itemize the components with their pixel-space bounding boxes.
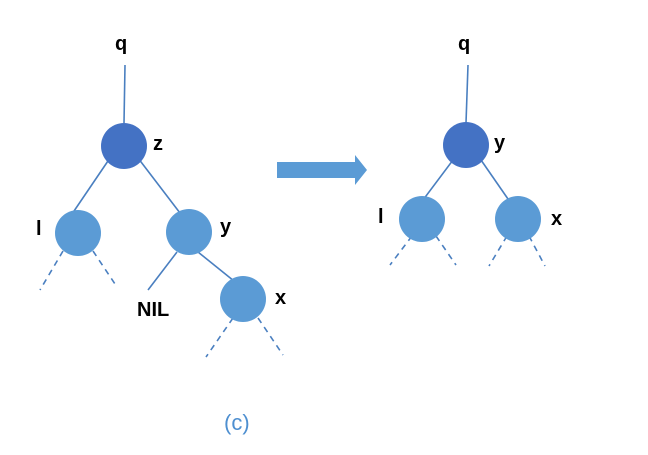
label-q: q xyxy=(115,33,127,55)
dashed-edge-x-right xyxy=(257,317,284,356)
before-tree: q z l y NIL x xyxy=(36,33,286,358)
dashed-edge-l-right-after xyxy=(435,235,457,266)
label-l-after: l xyxy=(378,206,384,228)
label-l: l xyxy=(36,218,42,240)
node-y-after xyxy=(443,122,489,168)
dashed-edge-l-left-after xyxy=(389,235,413,266)
node-l-after xyxy=(399,196,445,242)
edge-y-nil xyxy=(147,251,178,291)
edge-y-x xyxy=(197,251,235,282)
dashed-edge-x-left xyxy=(205,317,234,358)
label-nil: NIL xyxy=(137,299,169,321)
edge-z-y xyxy=(137,157,181,214)
edge-z-l xyxy=(71,157,111,215)
node-y xyxy=(166,209,212,255)
node-x xyxy=(220,276,266,322)
edge-y-x-after xyxy=(480,159,509,200)
label-y-after: y xyxy=(494,132,506,154)
figure-caption: (c) xyxy=(224,410,250,435)
node-x-after xyxy=(495,196,541,242)
dashed-edge-x-right-after xyxy=(528,235,546,267)
arrow-shape xyxy=(277,155,367,185)
label-x: x xyxy=(275,287,286,309)
dashed-edge-x-left-after xyxy=(488,235,508,267)
label-y: y xyxy=(220,216,232,238)
node-z xyxy=(101,123,147,169)
label-q-after: q xyxy=(458,33,470,55)
node-l xyxy=(55,210,101,256)
after-tree: q y l x xyxy=(378,33,562,267)
label-z: z xyxy=(153,133,163,155)
dashed-edge-l-left xyxy=(39,250,64,291)
edge-q-z xyxy=(123,64,126,124)
edge-q-y-after xyxy=(465,64,469,124)
label-x-after: x xyxy=(551,208,562,230)
dashed-edge-l-right xyxy=(92,250,118,288)
edge-y-l-after xyxy=(422,159,454,201)
transform-arrow xyxy=(277,155,367,185)
